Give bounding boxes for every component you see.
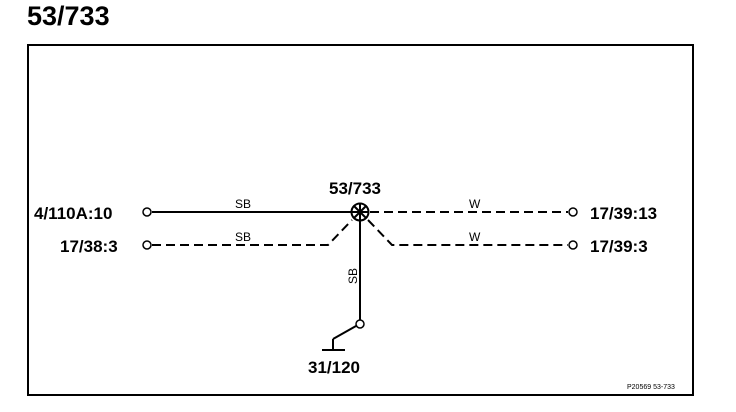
connector-label-right-bottom: 17/39:3 xyxy=(590,237,648,256)
terminal-left-top-icon xyxy=(142,207,152,217)
wire-color-left-top: SB xyxy=(235,197,251,211)
terminal-right-bottom-icon xyxy=(568,240,578,250)
ground-switch-icon xyxy=(322,319,365,351)
page-title: 53/733 xyxy=(27,1,110,31)
wire-color-left-bottom: SB xyxy=(235,230,251,244)
wire-left-bottom xyxy=(152,219,353,246)
diagram-frame xyxy=(27,44,694,396)
terminal-right-top-icon xyxy=(568,207,578,217)
connector-label-right-top: 17/39:13 xyxy=(590,204,657,223)
connector-label-ground: 31/120 xyxy=(308,358,360,377)
node-label: 53/733 xyxy=(329,179,381,198)
splice-node-icon xyxy=(350,202,370,222)
wire-color-right-top: W xyxy=(469,197,481,211)
wire-color-right-bottom: W xyxy=(469,230,481,244)
connector-label-left-bottom: 17/38:3 xyxy=(60,237,118,256)
wire-right-bottom xyxy=(367,219,568,246)
connector-label-left-top: 4/110A:10 xyxy=(34,204,112,223)
reference-code: P20569 53-733 xyxy=(627,384,675,391)
wire-color-ground: SB xyxy=(346,268,360,284)
terminal-left-bottom-icon xyxy=(142,240,152,250)
